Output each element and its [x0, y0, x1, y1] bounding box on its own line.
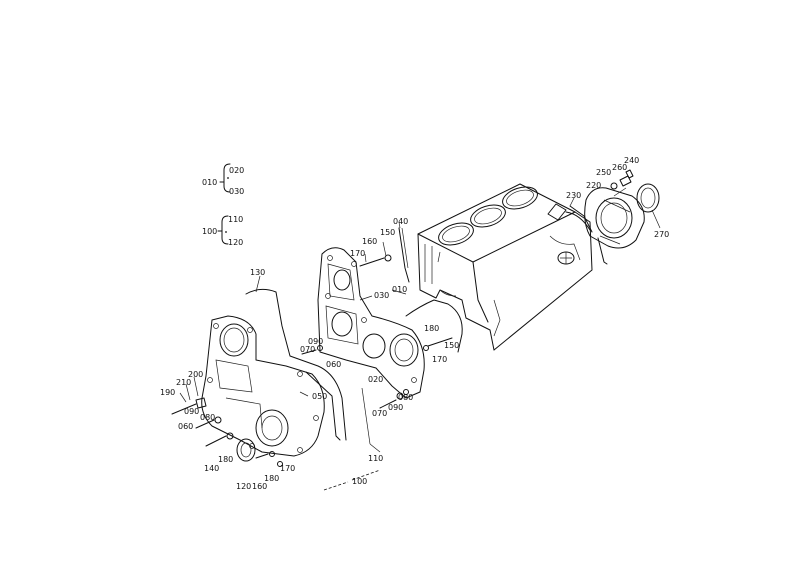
label-240: 240: [624, 156, 639, 165]
label-150-top: 150: [380, 228, 395, 237]
part-labels: 010 020 030 100 110 120 130 190 210 200 …: [160, 156, 669, 491]
label-230: 230: [566, 191, 581, 200]
bolt-240-250: [610, 169, 634, 190]
bracket-group-010: [219, 163, 231, 193]
assembly-dashed-bracket-100: [323, 469, 381, 491]
bolt-140: [205, 432, 234, 447]
bolt-170-top: [359, 254, 392, 267]
label-040: 040: [393, 217, 408, 226]
label-210: 210: [176, 378, 191, 387]
label-010-mid: 010: [392, 285, 407, 294]
label-160-left: 160: [252, 482, 267, 491]
bracket-group-100: [217, 215, 229, 245]
label-200: 200: [188, 370, 203, 379]
label-070-mid: 070: [300, 345, 315, 354]
label-180-right: 180: [424, 324, 439, 333]
label-180-left: 180: [218, 455, 233, 464]
label-080-left: 080: [200, 413, 215, 422]
label-030-mid: 030: [374, 291, 389, 300]
label-260: 260: [612, 163, 627, 172]
rear-seal-housing: [584, 187, 645, 265]
label-100: 100: [202, 227, 217, 236]
oil-seal-270: [636, 183, 660, 213]
bolt-150: [423, 337, 453, 351]
front-oil-seal: [236, 438, 256, 462]
label-170-right: 170: [432, 355, 447, 364]
label-160-top: 160: [362, 237, 377, 246]
gasket-230: [565, 205, 593, 233]
bolt-190: [171, 397, 207, 415]
label-020: 020: [229, 166, 244, 175]
bolt-070-right: [379, 389, 409, 409]
label-010: 010: [202, 178, 217, 187]
label-120-bottom: 120: [236, 482, 251, 491]
label-120: 120: [228, 238, 243, 247]
label-060-mid: 060: [326, 360, 341, 369]
label-250: 250: [596, 168, 611, 177]
label-140: 140: [204, 464, 219, 473]
gasket-010: [405, 299, 463, 353]
engine-block: [417, 183, 593, 351]
front-gear-cover: [201, 315, 325, 457]
label-070-right: 070: [372, 409, 387, 418]
label-180-bottom: 180: [264, 474, 279, 483]
leader-lines: [179, 187, 661, 453]
bolt-060: [195, 416, 222, 429]
label-170-top: 170: [350, 249, 365, 258]
label-080-right: 080: [398, 393, 413, 402]
label-110: 110: [228, 215, 243, 224]
bolt-070-mid: [301, 345, 323, 355]
label-060: 060: [178, 422, 193, 431]
pipe-040: [398, 227, 410, 283]
label-190: 190: [160, 388, 175, 397]
bolt-170-left: [255, 451, 283, 467]
label-130: 130: [250, 268, 265, 277]
label-270: 270: [654, 230, 669, 239]
label-030: 030: [229, 187, 244, 196]
label-020-mid: 020: [368, 375, 383, 384]
label-220: 220: [586, 181, 601, 190]
label-170-left: 170: [280, 464, 295, 473]
label-110-bottom: 110: [368, 454, 383, 463]
label-150-right: 150: [444, 341, 459, 350]
label-090-right: 090: [388, 403, 403, 412]
label-090-left: 090: [184, 407, 199, 416]
timing-gear-case: [317, 247, 425, 399]
label-100-bottom: 100: [352, 477, 367, 486]
label-090-mid: 090: [308, 337, 323, 346]
label-050: 050: [312, 392, 327, 401]
